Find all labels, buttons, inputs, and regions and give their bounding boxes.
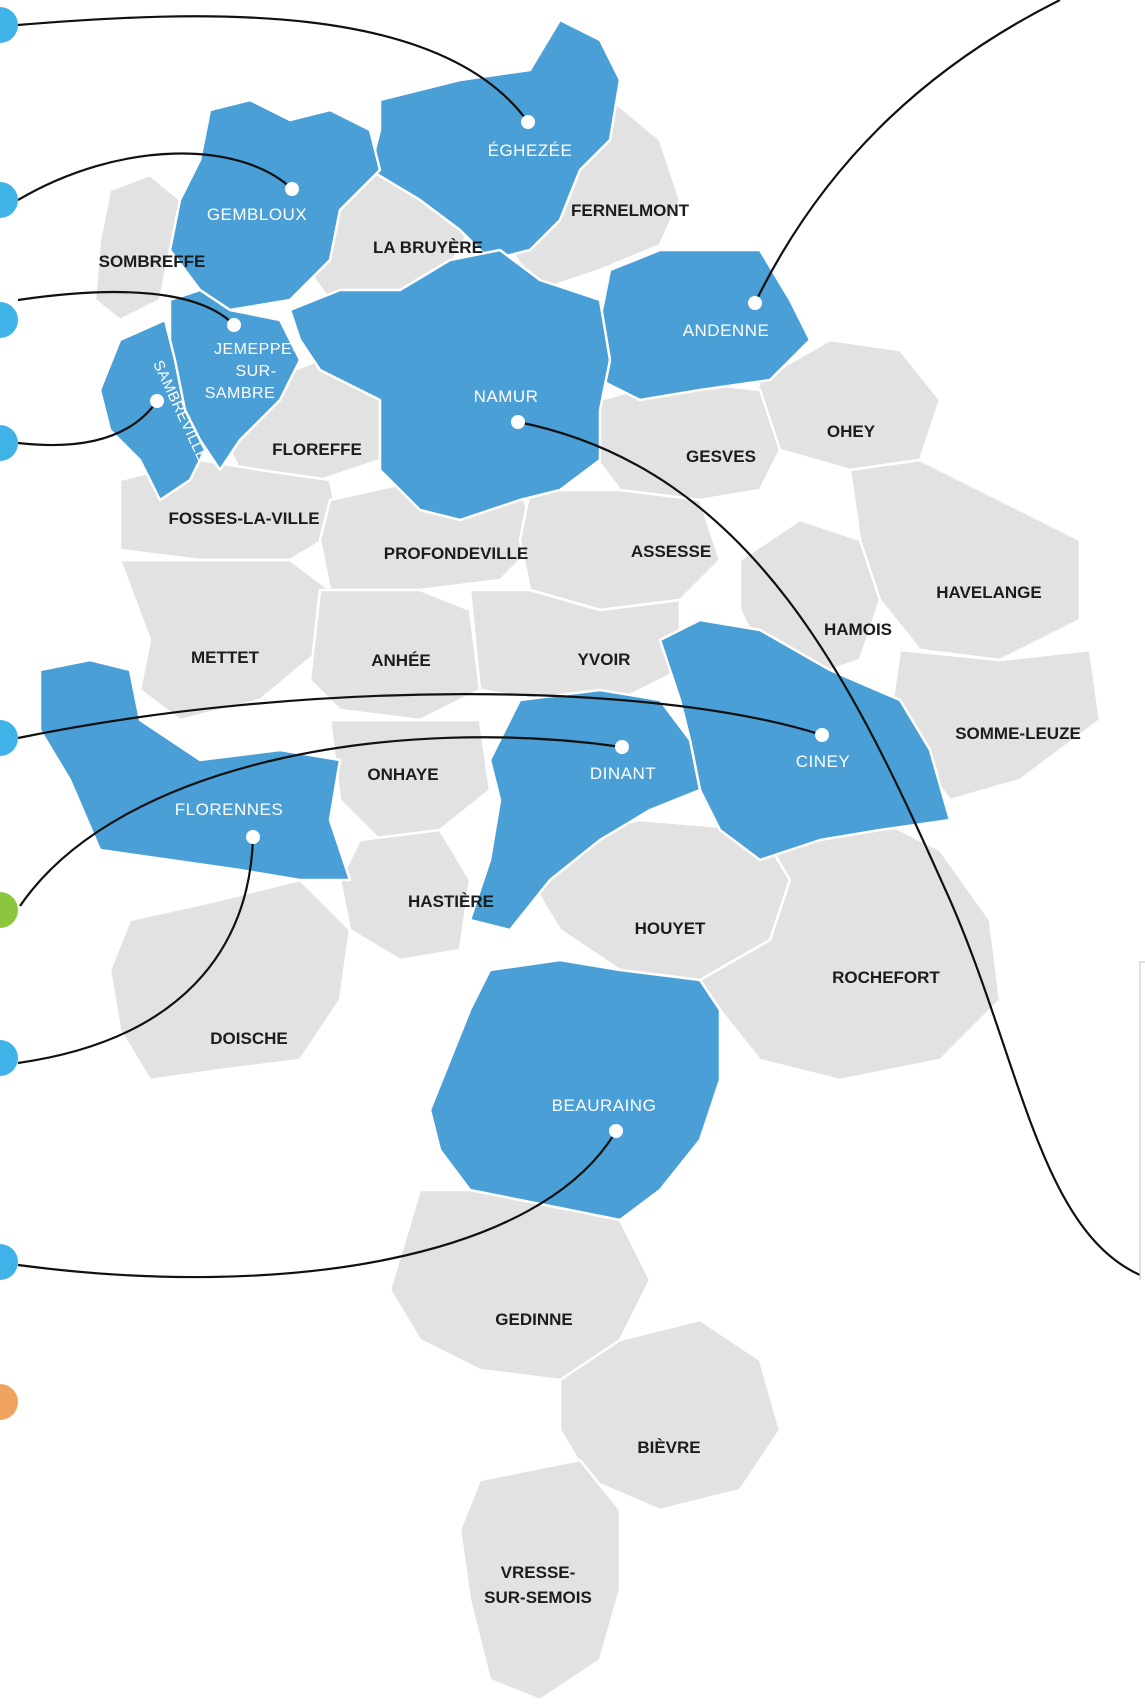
pins bbox=[150, 115, 829, 1138]
label-eghezee: ÉGHEZÉE bbox=[488, 141, 573, 160]
label-floreffe: FLOREFFE bbox=[272, 440, 362, 459]
leader-andenne bbox=[754, 0, 1061, 304]
commune-beauraing[interactable] bbox=[428, 958, 722, 1222]
label-profondeville: PROFONDEVILLE bbox=[384, 544, 529, 563]
commune-mettet[interactable] bbox=[118, 558, 332, 722]
label-gedinne: GEDINNE bbox=[495, 1310, 572, 1329]
leader-florennes bbox=[17, 836, 255, 1065]
pin-dinant[interactable] bbox=[615, 740, 629, 754]
label-andenne: ANDENNE bbox=[683, 321, 770, 340]
leader-lines bbox=[17, 0, 1145, 1280]
badge-5[interactable] bbox=[0, 720, 18, 756]
label-florennes: FLORENNES bbox=[175, 800, 283, 819]
commune-eghezee[interactable] bbox=[368, 18, 622, 262]
commune-hastiere[interactable] bbox=[338, 828, 472, 962]
commune-rochefort[interactable] bbox=[698, 818, 1002, 1082]
label-sombreffe: SOMBREFFE bbox=[99, 252, 206, 271]
pin-namur[interactable] bbox=[511, 415, 525, 429]
label-namur: NAMUR bbox=[474, 387, 539, 406]
leader-beauraing bbox=[17, 1130, 617, 1279]
label-fosses: FOSSES-LA-VILLE bbox=[168, 509, 319, 528]
badge-1[interactable] bbox=[0, 7, 18, 43]
badge-4[interactable] bbox=[0, 425, 18, 461]
commune-florennes[interactable] bbox=[38, 658, 352, 882]
commune-doische[interactable] bbox=[108, 878, 352, 1082]
leader-jemeppe bbox=[17, 290, 235, 326]
label-hamois: HAMOIS bbox=[824, 620, 892, 639]
badge-2[interactable] bbox=[0, 182, 18, 218]
label-assesse: ASSESSE bbox=[631, 542, 711, 561]
badge-8[interactable] bbox=[0, 1244, 18, 1280]
label-beauraing: BEAURAING bbox=[552, 1096, 657, 1115]
commune-sambreville[interactable] bbox=[98, 318, 207, 502]
label-jemeppe-3: SAMBRE bbox=[205, 385, 276, 402]
label-havelange: HAVELANGE bbox=[936, 583, 1041, 602]
leader-eghezee bbox=[17, 15, 529, 123]
label-jemeppe-2: SUR- bbox=[235, 363, 276, 380]
pin-beauraing[interactable] bbox=[609, 1124, 623, 1138]
commune-anhee[interactable] bbox=[308, 588, 482, 722]
badge-6[interactable] bbox=[0, 892, 18, 928]
badge-7[interactable] bbox=[0, 1040, 18, 1076]
pin-eghezee[interactable] bbox=[521, 115, 535, 129]
edge-badges bbox=[0, 7, 18, 1420]
label-vresse-1: VRESSE- bbox=[501, 1563, 576, 1582]
label-gembloux: GEMBLOUX bbox=[207, 205, 307, 224]
label-ciney: CINEY bbox=[796, 752, 850, 771]
leader-dinant bbox=[19, 736, 623, 907]
pin-sambreville[interactable] bbox=[150, 394, 164, 408]
label-fernelmont: FERNELMONT bbox=[571, 201, 690, 220]
commune-namur[interactable] bbox=[288, 248, 612, 522]
legend-frame bbox=[1139, 961, 1145, 1280]
pin-gembloux[interactable] bbox=[285, 182, 299, 196]
label-gesves: GESVES bbox=[686, 447, 756, 466]
label-vresse-2: SUR-SEMOIS bbox=[484, 1588, 592, 1607]
badge-9[interactable] bbox=[0, 1384, 18, 1420]
leader-gembloux bbox=[17, 152, 293, 201]
commune-vresse[interactable] bbox=[458, 1458, 622, 1702]
label-somme-leuze: SOMME-LEUZE bbox=[955, 724, 1081, 743]
label-anhee: ANHÉE bbox=[371, 651, 431, 670]
pin-jemeppe[interactable] bbox=[227, 318, 241, 332]
commune-yvoir[interactable] bbox=[468, 588, 682, 702]
labels: ÉGHEZÉE GEMBLOUX FERNELMONT SOMBREFFE LA… bbox=[99, 141, 1081, 1607]
label-yvoir: YVOIR bbox=[578, 650, 631, 669]
label-mettet: METTET bbox=[191, 648, 260, 667]
pin-ciney[interactable] bbox=[815, 728, 829, 742]
label-houyet: HOUYET bbox=[635, 919, 706, 938]
pin-florennes[interactable] bbox=[246, 830, 260, 844]
leader-ciney bbox=[17, 693, 823, 740]
leader-namur bbox=[517, 420, 1141, 1277]
commune-gesves[interactable] bbox=[588, 378, 782, 502]
leader-sambreville bbox=[17, 400, 158, 447]
commune-dinant[interactable] bbox=[468, 688, 702, 932]
label-bievre: BIÈVRE bbox=[637, 1438, 700, 1457]
badge-3[interactable] bbox=[0, 302, 18, 338]
grey-communes bbox=[93, 68, 1102, 1702]
label-onhaye: ONHAYE bbox=[367, 765, 438, 784]
commune-gembloux[interactable] bbox=[168, 98, 382, 312]
commune-onhaye[interactable] bbox=[328, 718, 492, 842]
label-dinant: DINANT bbox=[590, 764, 656, 783]
label-doische: DOISCHE bbox=[210, 1029, 287, 1048]
label-hastiere: HASTIÈRE bbox=[408, 892, 494, 911]
pin-andenne[interactable] bbox=[748, 296, 762, 310]
label-jemeppe-1: JEMEPPE- bbox=[214, 341, 298, 358]
commune-sombreffe[interactable] bbox=[93, 173, 182, 322]
commune-bievre[interactable] bbox=[558, 1318, 782, 1512]
label-ohey: OHEY bbox=[827, 422, 876, 441]
label-la-bruyere: LA BRUYÈRE bbox=[373, 238, 483, 257]
highlighted-communes bbox=[38, 18, 952, 1222]
label-rochefort: ROCHEFORT bbox=[832, 968, 940, 987]
